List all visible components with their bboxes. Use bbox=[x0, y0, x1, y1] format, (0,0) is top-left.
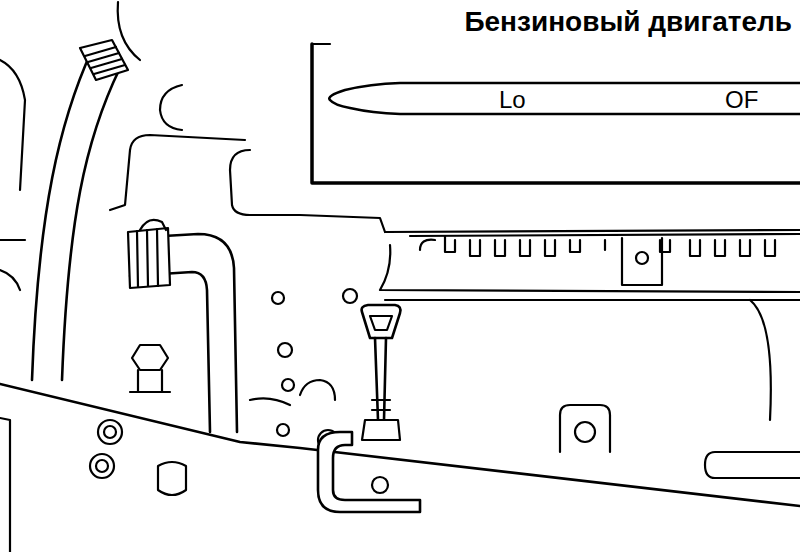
valve-cover bbox=[636, 252, 648, 264]
valve-cover bbox=[410, 234, 800, 236]
dipstick-mark: Lo bbox=[499, 88, 526, 112]
engine-contours bbox=[118, 2, 140, 60]
pipe bbox=[128, 228, 170, 288]
pipe bbox=[128, 220, 237, 432]
engine-contours bbox=[110, 135, 245, 210]
pipe bbox=[140, 220, 166, 230]
engine-contours bbox=[230, 150, 385, 232]
bolts bbox=[250, 398, 290, 405]
valve-cover bbox=[622, 238, 662, 285]
valve-cover bbox=[385, 299, 800, 301]
bolts bbox=[130, 370, 170, 392]
bolts bbox=[130, 289, 357, 450]
bolts bbox=[277, 424, 289, 436]
valve-cover bbox=[380, 230, 800, 478]
front-plate bbox=[96, 460, 108, 472]
inset-frame bbox=[312, 44, 800, 183]
valve-cover bbox=[705, 452, 800, 478]
front-plate bbox=[98, 420, 122, 444]
engine-contours bbox=[0, 270, 20, 290]
dipstick-blade bbox=[329, 83, 800, 114]
dipstick-blade bbox=[329, 83, 800, 114]
front-plate bbox=[158, 462, 186, 495]
front-plate bbox=[0, 418, 10, 552]
valve-cover bbox=[420, 240, 435, 250]
dipstick-handle bbox=[318, 305, 420, 512]
valve-cover bbox=[445, 236, 775, 256]
front-plate bbox=[90, 454, 114, 478]
front-plate bbox=[0, 384, 800, 552]
front-plate bbox=[0, 384, 800, 506]
dipstick-handle bbox=[372, 400, 390, 410]
engine-contours bbox=[0, 60, 25, 190]
hose bbox=[80, 40, 128, 80]
front-plate bbox=[104, 426, 116, 438]
bolts bbox=[272, 292, 284, 304]
dipstick-handle bbox=[362, 420, 400, 440]
dipstick-handle bbox=[375, 338, 386, 420]
hose bbox=[32, 50, 92, 380]
bolts bbox=[300, 380, 335, 400]
diagram-title: Бензиновый двигатель bbox=[464, 8, 792, 36]
hose bbox=[32, 40, 128, 380]
dipstick-handle bbox=[318, 432, 420, 512]
valve-cover bbox=[560, 405, 610, 452]
valve-cover bbox=[575, 422, 595, 442]
valve-cover bbox=[385, 230, 800, 232]
bolts bbox=[343, 289, 357, 303]
bolts bbox=[278, 343, 292, 357]
valve-cover bbox=[380, 245, 800, 292]
pipe bbox=[137, 229, 158, 287]
dipstick-handle bbox=[362, 305, 401, 338]
bolts bbox=[132, 345, 168, 370]
engine-contours bbox=[0, 2, 385, 290]
inset-frame bbox=[312, 43, 330, 45]
dipstick-mark: OF bbox=[725, 88, 758, 112]
pipe bbox=[130, 272, 210, 432]
dipstick-handle bbox=[372, 477, 388, 493]
bolts bbox=[282, 379, 294, 391]
engine-contours bbox=[0, 239, 25, 241]
hose bbox=[85, 47, 125, 74]
engine-contours bbox=[160, 85, 182, 130]
valve-cover bbox=[750, 300, 771, 420]
inset-frame bbox=[312, 44, 800, 183]
dipstick-handle bbox=[370, 316, 392, 330]
hose bbox=[62, 68, 120, 380]
